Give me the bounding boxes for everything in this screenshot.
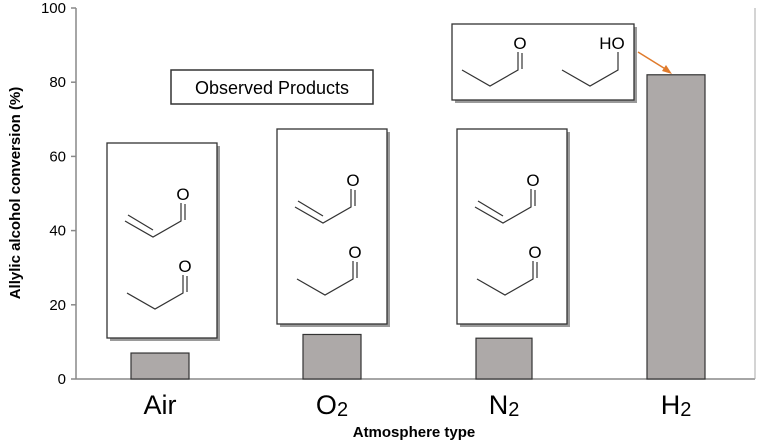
oxygen-label: O (526, 171, 539, 190)
structure-box-o2: OO (276, 128, 390, 327)
y-tick-label: 20 (49, 297, 66, 314)
observed-products-label: Observed Products (195, 78, 349, 98)
y-tick-label: 40 (49, 223, 66, 240)
propanal-molecule: O (461, 34, 527, 87)
category-label-group: Air O2 N2 H2 (144, 390, 692, 421)
acrolein-molecule: O (294, 171, 360, 224)
propanal-molecule: O (476, 243, 542, 296)
pointer-arrow (637, 51, 672, 74)
hydroxyl-label: HO (599, 34, 625, 53)
acrolein-molecule: O (124, 185, 190, 238)
acrolein-molecule: O (474, 171, 540, 224)
structure-box-air: OO (106, 142, 220, 341)
propanal-molecule: O (296, 243, 362, 296)
1-propanol-molecule: HO (561, 34, 625, 87)
x-tick-label-h2: H2 (661, 390, 692, 421)
y-tick-group: 0 20 40 60 80 100 (41, 0, 76, 388)
oxygen-label: O (528, 243, 541, 262)
y-tick-label: 60 (49, 148, 66, 165)
oxygen-label: O (178, 257, 191, 276)
y-tick-label: 0 (58, 371, 66, 388)
structure-box-h2: O HO (451, 23, 637, 103)
oxygen-label: O (348, 243, 361, 262)
oxygen-label: O (346, 171, 359, 190)
x-tick-label-o2: O2 (316, 390, 348, 421)
bar-o2 (302, 333, 362, 380)
bar-air (130, 352, 190, 380)
y-tick-label: 80 (49, 74, 66, 91)
y-axis-title: Allylic alcohol conversion (%) (7, 87, 24, 300)
oxygen-label: O (513, 34, 526, 53)
x-tick-label-air: Air (144, 390, 177, 420)
y-tick-label: 100 (41, 0, 66, 17)
x-tick-label-n2: N2 (489, 390, 520, 421)
bar-h2 (646, 74, 706, 380)
bar-n2 (475, 337, 533, 380)
x-axis-title: Atmosphere type (353, 424, 476, 441)
oxygen-label: O (176, 185, 189, 204)
bar-group (130, 74, 706, 380)
observed-products-box: Observed Products (170, 69, 374, 105)
structure-box-n2: OO (456, 128, 570, 327)
propanal-molecule: O (126, 257, 192, 310)
